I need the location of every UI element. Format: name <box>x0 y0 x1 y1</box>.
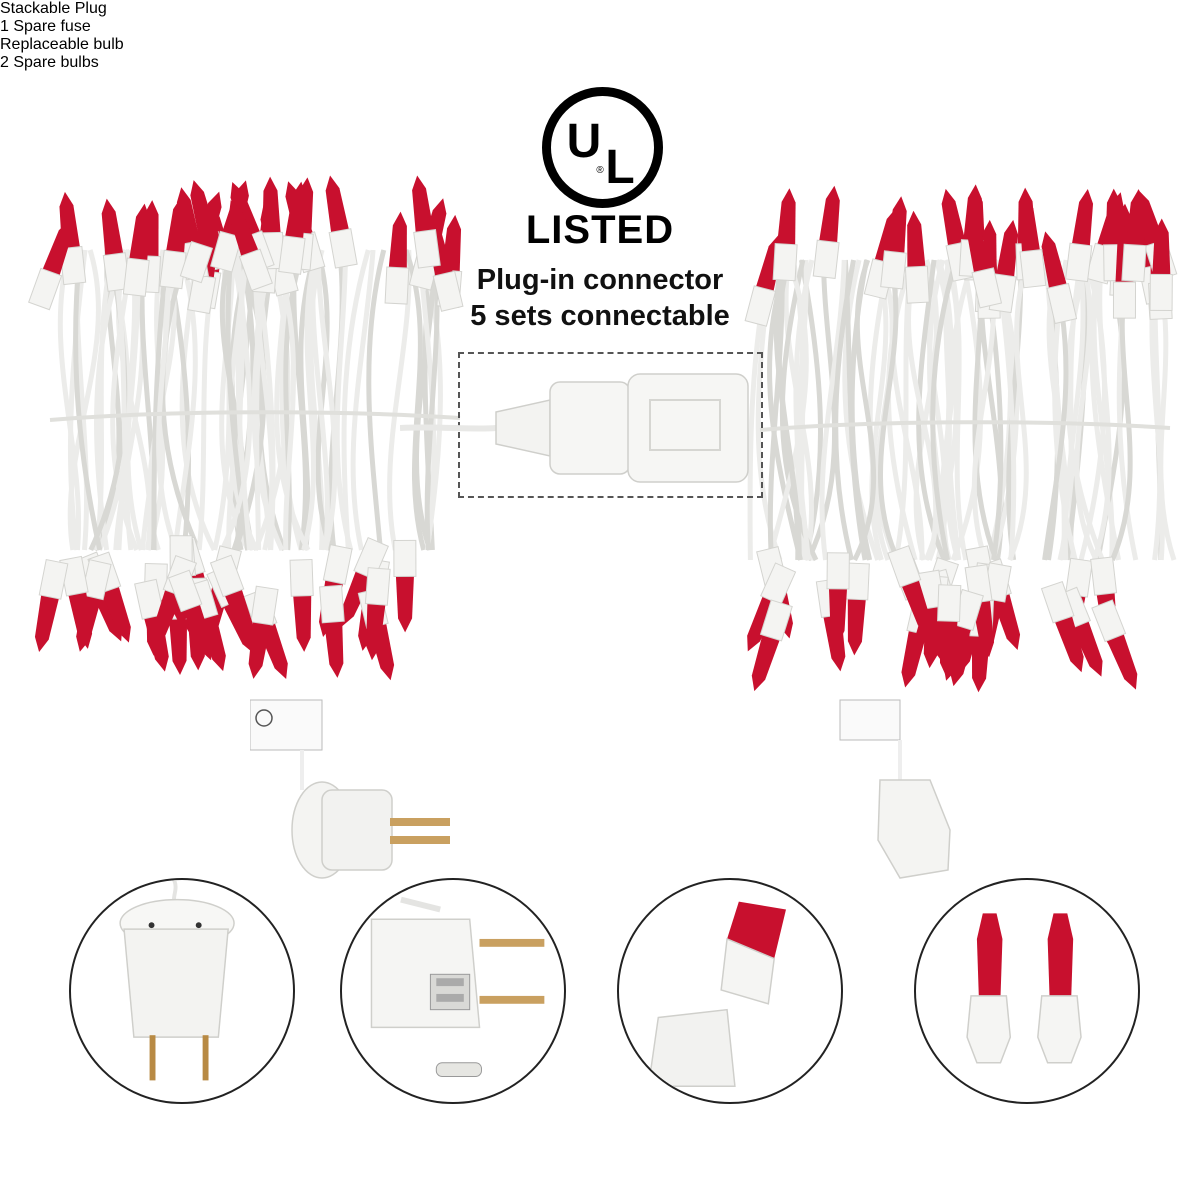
feature-label-replaceable-bulb: Replaceable bulb <box>0 36 124 53</box>
feature-stackable-plug <box>67 878 297 1104</box>
feature-spare-fuse <box>338 878 568 1104</box>
feature-label-stackable-plug: Stackable Plug <box>0 0 107 17</box>
ul-logo: U L ® <box>542 87 663 208</box>
plug-in-connector <box>400 373 749 483</box>
stackable-plug-icon <box>69 878 295 1104</box>
connector-highlight-box <box>458 352 763 498</box>
connector-caption-line1: Plug-in connector <box>476 264 724 296</box>
spare-fuse-icon <box>340 878 566 1104</box>
connector-caption-line2: 5 sets connectable <box>470 300 730 332</box>
ul-logo-u: U <box>567 115 602 168</box>
feature-replaceable-bulb <box>615 878 845 1104</box>
ul-logo-l: L <box>605 141 634 194</box>
replaceable-bulb-icon <box>617 878 843 1104</box>
ul-listed-label: LISTED <box>525 208 675 252</box>
feature-label-spare-bulbs: 2 Spare bulbs <box>0 54 99 71</box>
feature-spare-bulbs <box>912 878 1142 1104</box>
connector-caption: Plug-in connector 5 sets connectable <box>430 262 770 334</box>
male-plug <box>250 699 450 879</box>
svg-text:®: ® <box>596 165 604 176</box>
spare-bulbs-icon <box>914 878 1140 1104</box>
light-string-right <box>744 184 1178 693</box>
female-connector <box>839 699 951 879</box>
light-string-left <box>28 175 464 681</box>
feature-label-spare-fuse: 1 Spare fuse <box>0 18 91 35</box>
